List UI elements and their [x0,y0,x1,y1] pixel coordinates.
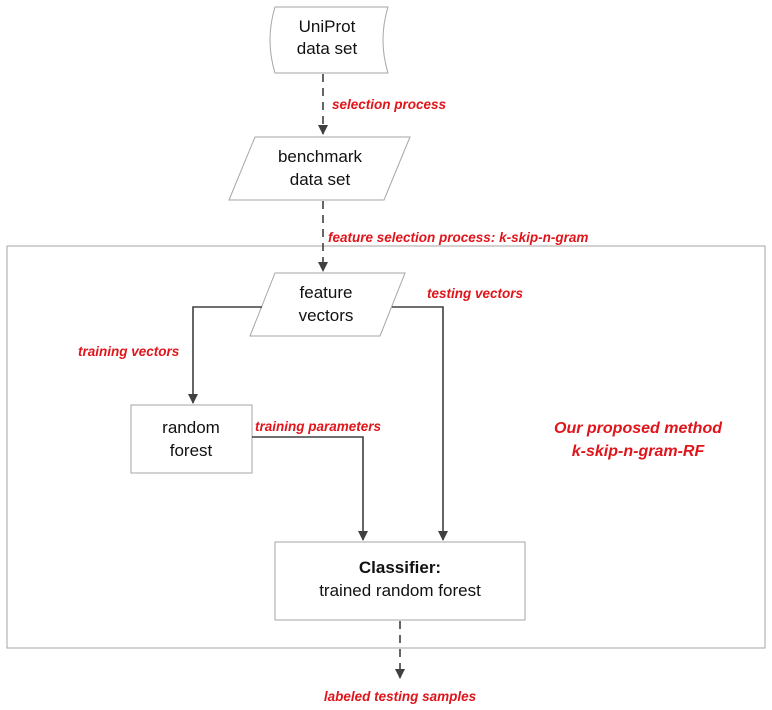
classifier-node: Classifier: trained random forest [274,541,526,621]
uniprot-label-line2: data set [297,39,358,58]
edge-training-vectors [188,306,262,404]
random-forest-label-line2: forest [170,441,213,460]
feature-vectors-label-line1: feature [300,283,353,302]
method-label-line2: k-skip-n-gram-RF [572,443,706,460]
method-frame [6,245,766,649]
classifier-label-line1: Classifier: [359,558,441,577]
benchmark-label-line2: data set [290,170,351,189]
feature-selection-label: feature selection process: k-skip-n-gram [328,230,588,245]
random-forest-label-line1: random [162,418,220,437]
training-vectors-label: training vectors [78,344,180,359]
feature-vectors-node: feature vectors [249,272,406,337]
benchmark-node: benchmark data set [228,136,411,201]
edge-training-parameters [252,436,368,541]
edge-testing-vectors [392,306,448,541]
feature-vectors-label-line2: vectors [299,306,354,325]
benchmark-label-line1: benchmark [278,147,363,166]
uniprot-label-line1: UniProt [299,17,356,36]
random-forest-node: random forest [130,404,253,474]
labeled-testing-samples-label: labeled testing samples [324,689,477,704]
classifier-label-line2: trained random forest [319,581,481,600]
testing-vectors-label: testing vectors [427,286,524,301]
training-parameters-label: training parameters [255,419,382,434]
uniprot-node: UniProt data set [269,6,389,74]
method-label-line1: Our proposed method [554,420,723,437]
selection-process-label: selection process [332,97,447,112]
